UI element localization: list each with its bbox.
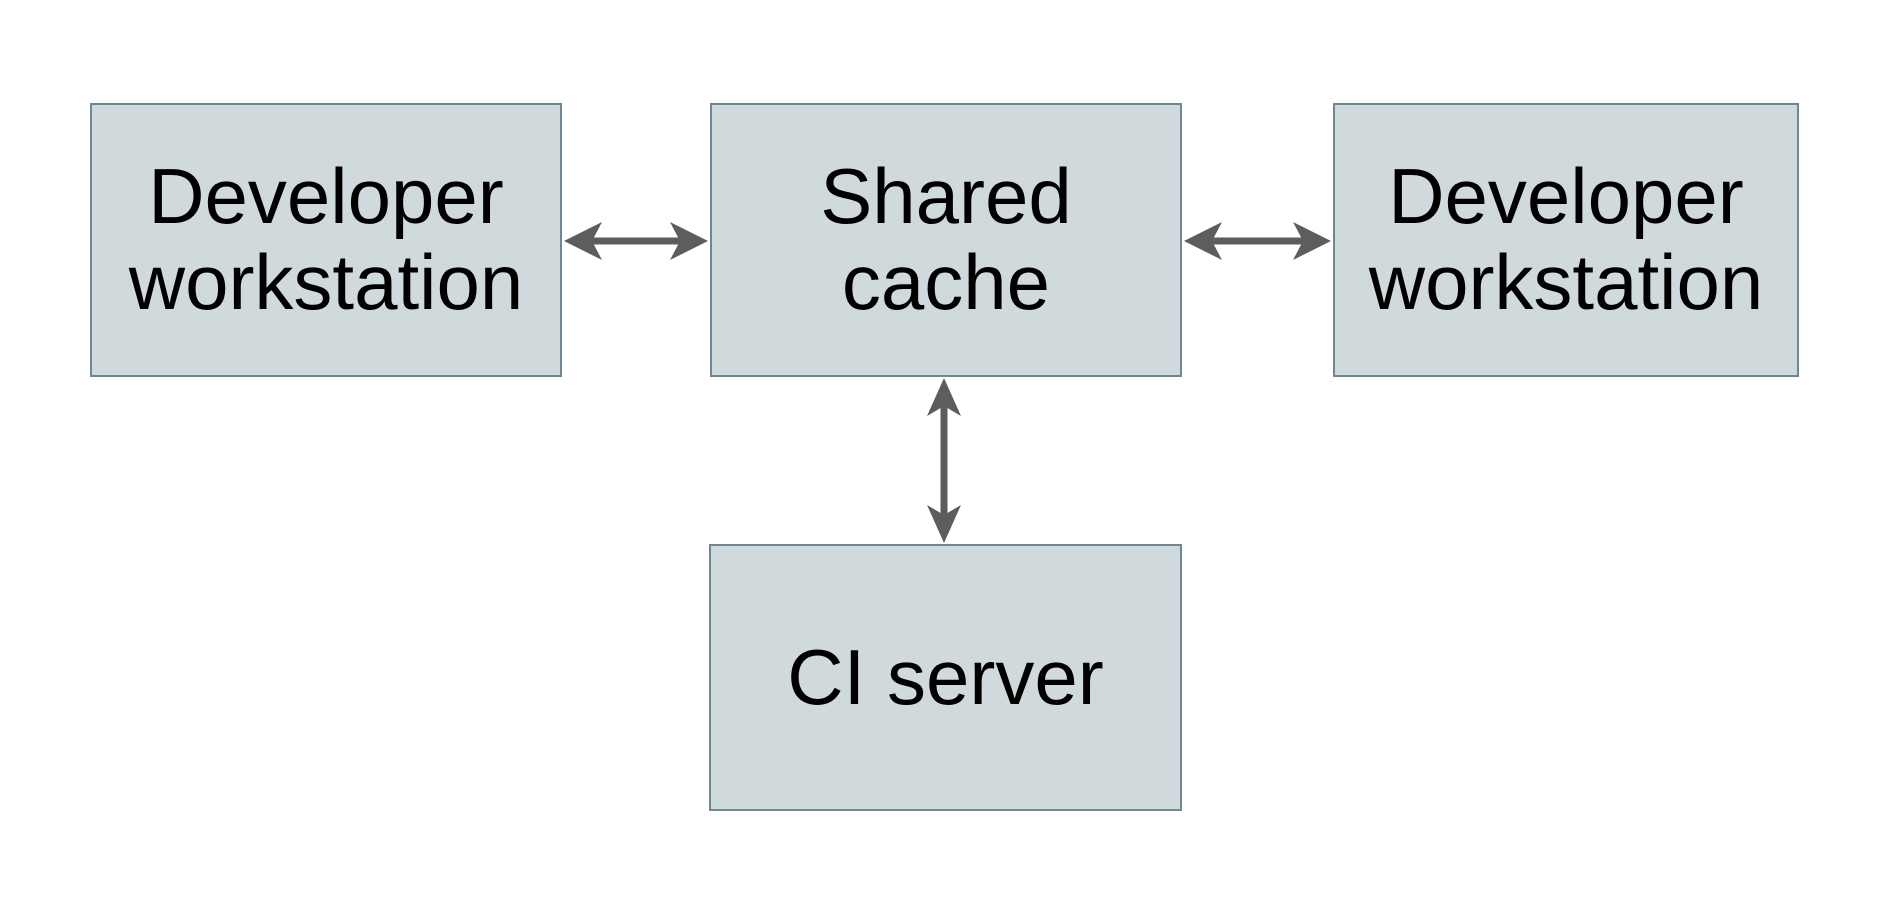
node-developer-workstation-right: Developer workstation [1333,103,1799,377]
arrow-shared-cache-right-workstation [1184,222,1331,260]
node-label: Shared cache [820,152,1072,326]
node-label: Developer workstation [128,152,524,326]
node-ci-server: CI server [709,544,1182,811]
arrow-left-workstation-shared-cache [564,222,708,260]
node-shared-cache: Shared cache [710,103,1182,377]
arrow-shared-cache-ci-server [927,378,961,543]
node-label: Developer workstation [1368,152,1764,326]
node-label: CI server [787,632,1104,721]
node-developer-workstation-left: Developer workstation [90,103,562,377]
